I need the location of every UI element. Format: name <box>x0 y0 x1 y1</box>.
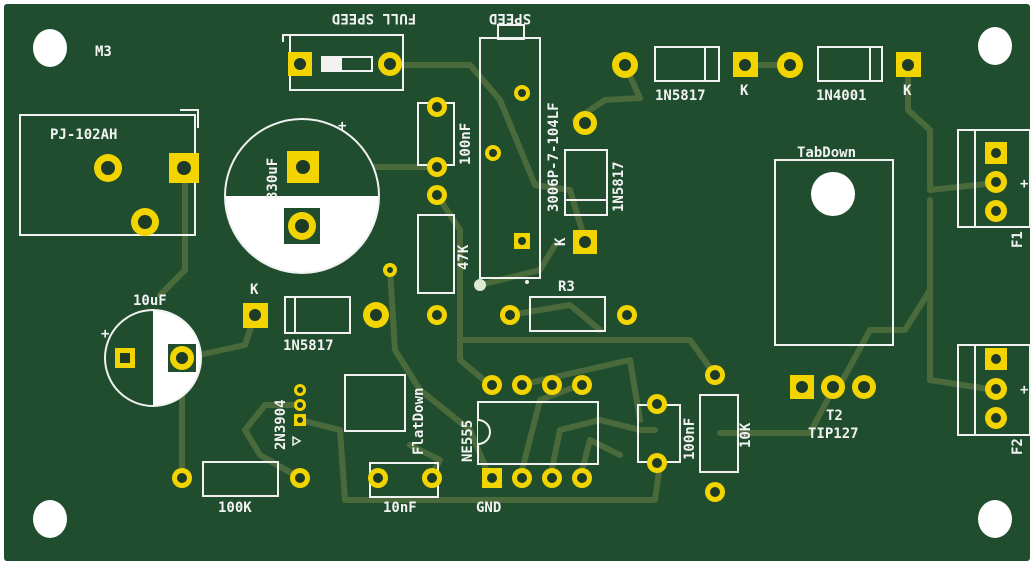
label-jack: PJ-102AH <box>50 127 117 143</box>
label-47k: 47K <box>456 244 472 270</box>
capacitor-330uf <box>224 118 380 274</box>
label-full-speed: FULL SPEED <box>332 10 416 26</box>
label-f1: F1 <box>1010 231 1026 248</box>
label-d3-value: 1N5817 <box>611 161 627 212</box>
mounting-hole-regulator <box>811 172 855 216</box>
label-2n3904: 2N3904 <box>273 399 289 450</box>
label-tabdown: TabDown <box>797 145 856 161</box>
label-m3: M3 <box>95 44 112 60</box>
label-pot: 3006P-7-104LF <box>546 102 562 212</box>
label-t2: T2 <box>826 408 843 424</box>
label-r3: R3 <box>558 279 575 295</box>
label-plus-f1: + <box>1020 176 1028 192</box>
label-10k: 10K <box>738 422 754 448</box>
pads <box>94 52 1007 502</box>
pin1-marker <box>292 435 302 447</box>
label-100k: 100K <box>218 500 252 516</box>
label-d4-value: 1N5817 <box>283 338 334 354</box>
label-tip127: TIP127 <box>808 426 859 442</box>
mounting-hole-bottom-left <box>33 500 67 538</box>
label-gnd: GND <box>476 500 501 516</box>
silkscreen-labels: M3 FULL SPEED SPEED 1N5817 K 1N4001 K PJ… <box>50 10 1028 516</box>
label-d1-value: 1N5817 <box>655 88 706 104</box>
label-d2-k: K <box>903 83 912 99</box>
label-f2: F2 <box>1010 438 1026 455</box>
label-ne555: NE555 <box>460 420 476 462</box>
label-100nf-a: 100nF <box>458 123 474 165</box>
label-100nf-b: 100nF <box>682 418 698 460</box>
label-d4-k: K <box>250 282 259 298</box>
label-d3-k: K <box>553 237 569 246</box>
label-330uf: 330uF <box>265 158 281 200</box>
label-10uf: 10uF <box>133 293 167 309</box>
copper-traces <box>157 62 998 503</box>
label-d1-k: K <box>740 83 749 99</box>
label-flatdown: FlatDown <box>411 388 427 455</box>
label-plus-330: + <box>338 118 346 134</box>
mounting-hole-bottom-right <box>978 500 1012 538</box>
label-plus-10uf: + <box>101 326 109 342</box>
mounting-holes <box>33 27 1012 538</box>
label-d2-value: 1N4001 <box>816 88 867 104</box>
label-speed: SPEED <box>489 10 531 26</box>
label-10nf: 10nF <box>383 500 417 516</box>
silkscreen-outlines <box>19 24 1031 498</box>
label-plus-f2: + <box>1020 382 1028 398</box>
mounting-hole-top-right <box>978 27 1012 65</box>
mounting-hole-top-left <box>33 29 67 67</box>
pot-dot <box>525 280 529 284</box>
